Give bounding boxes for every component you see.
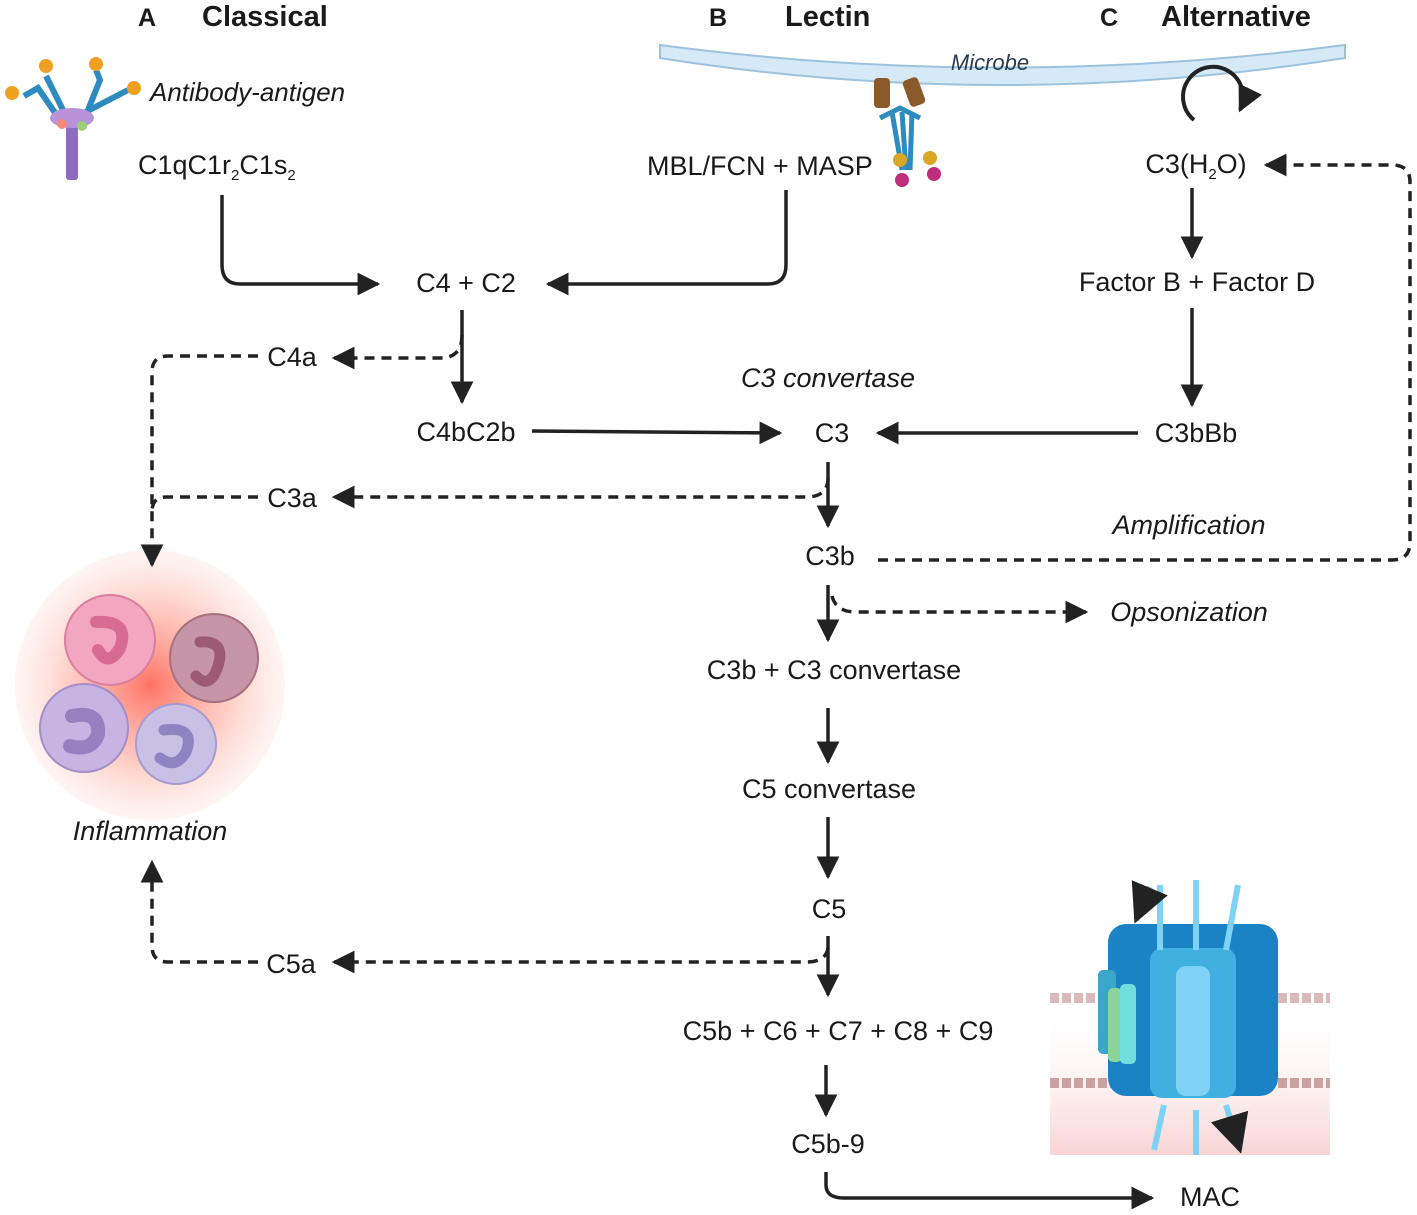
c3h2o-sub: 2 — [1208, 166, 1217, 183]
c3-label: C3 — [814, 418, 850, 448]
pathway-c-letter: C — [1099, 4, 1119, 32]
c5b-c9-label: C5b + C6 + C7 + C8 + C9 — [682, 1016, 994, 1046]
pathway-b-letter: B — [708, 4, 728, 32]
dash-c4a-to-inflammation — [140, 354, 258, 568]
opsonization-label: Opsonization — [1110, 597, 1268, 627]
antibody-antigen-icon — [5, 57, 141, 180]
arrow-c1-to-c4c2 — [220, 195, 381, 296]
factor-b-d-label: Factor B + Factor D — [1078, 267, 1316, 297]
arrow-c4bc2b-to-c3 — [531, 421, 783, 445]
mbl-masp-icon — [874, 77, 941, 187]
tickover-cycle-icon — [1181, 64, 1262, 122]
c5b-9-label: C5b-9 — [791, 1129, 865, 1159]
c5a-label: C5a — [266, 949, 316, 979]
c5-convertase-label: C5 convertase — [741, 774, 917, 804]
dash-c3a-to-inflammation — [150, 495, 258, 513]
c5-label: C5 — [811, 894, 847, 924]
c4-c2-label: C4 + C2 — [416, 268, 516, 298]
inflammation-cells-illustration — [15, 550, 285, 820]
c4bc2b-label: C4bC2b — [416, 417, 516, 447]
dash-c3b-to-opsonization — [830, 595, 1089, 624]
dash-c3b-amplification — [878, 153, 1412, 562]
dashed-arrows — [140, 153, 1412, 974]
mbl-masp-label: MBL/FCN + MASP — [647, 151, 873, 181]
microbe-surface — [659, 43, 1346, 86]
c3h2o-post: O) — [1216, 149, 1247, 179]
c3bbb-label: C3bBb — [1154, 418, 1238, 448]
c3-convertase-caption: C3 convertase — [740, 363, 916, 393]
pathway-a-letter: A — [137, 4, 157, 32]
inflammation-label: Inflammation — [72, 816, 228, 846]
dash-c5-to-c5a — [331, 947, 830, 974]
c1-mid-text: C1s — [239, 150, 288, 180]
c1-main-text: C1qC1r — [138, 150, 232, 180]
dash-c3-to-c3a — [331, 477, 830, 509]
microbe-label: Microbe — [950, 50, 1030, 75]
c3b-label: C3b — [805, 541, 855, 571]
dash-c5a-to-inflammation — [140, 859, 258, 964]
dash-c4c2-to-c4a — [331, 334, 464, 370]
pathway-a-title: Classical — [202, 1, 328, 33]
solid-arrows — [220, 188, 1204, 1210]
antibody-antigen-label: Antibody-antigen — [150, 77, 346, 107]
mac-label: MAC — [1180, 1182, 1240, 1212]
c3a-label: C3a — [267, 483, 317, 513]
c1-complex-label: C1qC1r2C1s2 — [138, 150, 296, 184]
arrow-c5b9-to-mac — [824, 1172, 1155, 1210]
c1-sub-2: 2 — [287, 167, 296, 184]
mac-pore-illustration — [1050, 880, 1330, 1155]
c3-h2o-label: C3(H2O) — [1145, 149, 1247, 183]
c3b-c3-convertase-label: C3b + C3 convertase — [706, 655, 962, 685]
c4a-label: C4a — [267, 342, 317, 372]
pathway-b-title: Lectin — [785, 1, 871, 33]
pathway-c-title: Alternative — [1161, 1, 1311, 33]
arrow-mbl-to-c4c2 — [545, 190, 788, 296]
c3h2o-pre: C3(H — [1145, 149, 1209, 179]
amplification-label: Amplification — [1112, 510, 1266, 540]
c1-sub-1: 2 — [231, 167, 240, 184]
